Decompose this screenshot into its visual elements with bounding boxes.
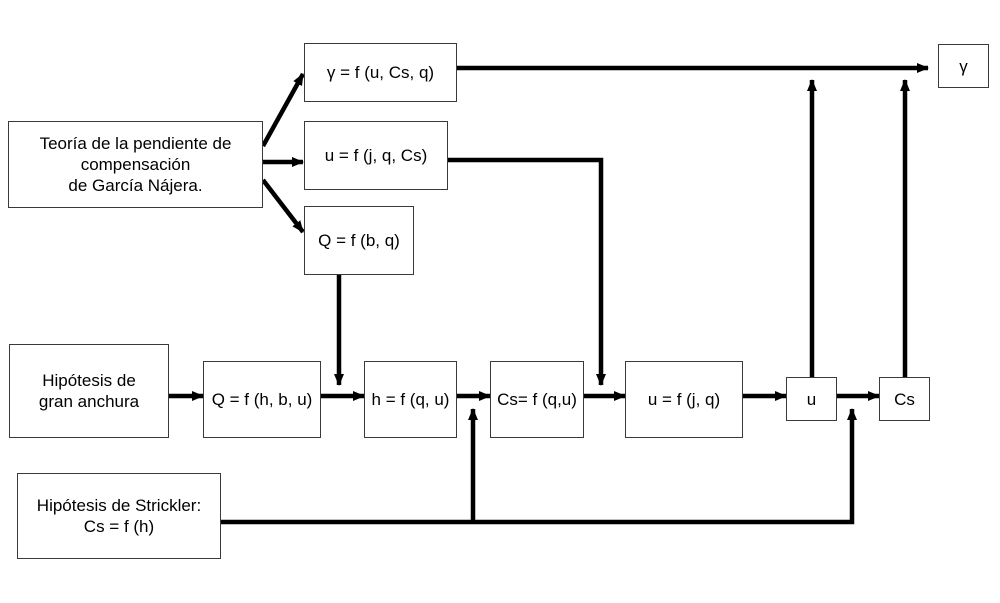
Cs-equation-box: Cs= f (q,u) [490, 361, 584, 438]
arrow-theory-to-Q-eq-top [261, 178, 305, 234]
arrow-strickler-to-Cs-out [221, 408, 857, 525]
gamma-equation-box: γ = f (u, Cs, q) [304, 43, 457, 102]
u-equation-top-box: u = f (j, q, Cs) [304, 121, 448, 190]
Q-equation-box: Q = f (h, b, u) [203, 361, 321, 438]
h-equation-box: h = f (q, u) [364, 361, 457, 438]
gamma-output-box: γ [938, 44, 989, 88]
u-equation-box: u = f (j, q) [625, 361, 743, 438]
strickler-hypothesis-box: Hipótesis de Strickler: Cs = f (h) [17, 473, 221, 559]
arrow-u-eq-top-to-u-eq [448, 157, 606, 386]
u-output-box: u [786, 377, 837, 421]
wide-hypothesis-box: Hipótesis de gran anchura [9, 344, 169, 438]
Cs-output-box: Cs [879, 377, 930, 421]
theory-box: Teoría de la pendiente de compensación d… [8, 121, 263, 208]
Q-equation-top-box: Q = f (b, q) [304, 206, 414, 275]
arrow-theory-to-gamma-eq [261, 72, 305, 148]
